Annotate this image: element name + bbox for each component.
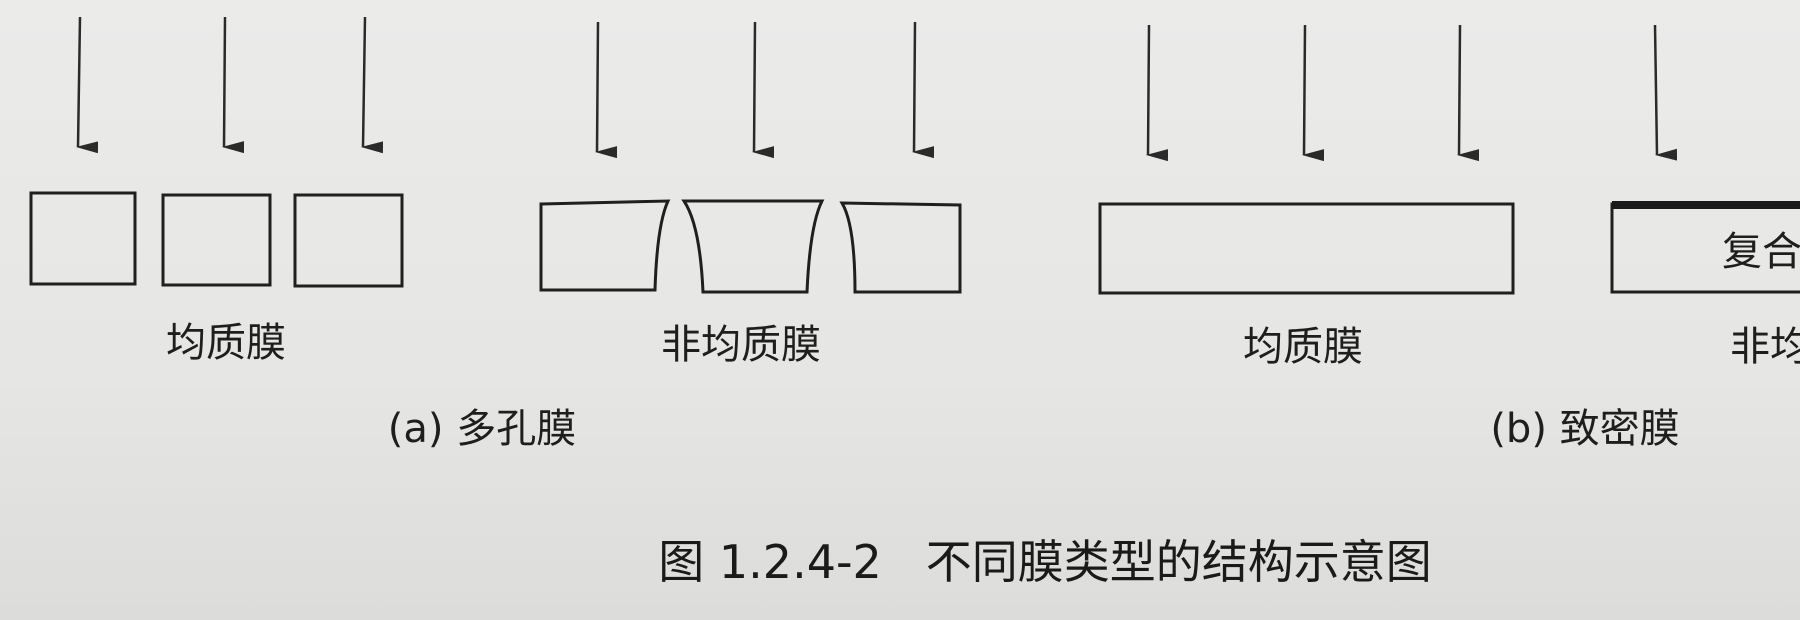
porous-heterogeneous-membrane <box>539 199 962 294</box>
membrane-block <box>161 193 272 287</box>
membrane-block <box>681 199 825 294</box>
membrane-block <box>293 193 404 288</box>
dense-heterogeneous-label: 非均 <box>1730 324 1800 370</box>
dense-composite-membrane: 复合 <box>1610 201 1800 294</box>
arrow-icon <box>912 21 935 159</box>
flow-arrows <box>76 16 1678 162</box>
membrane-block <box>29 191 137 286</box>
subcaption-b: (b) 致密膜 <box>1490 406 1679 452</box>
membrane-block <box>539 199 671 292</box>
arrow-icon <box>1653 24 1678 161</box>
arrow-icon <box>1457 24 1480 162</box>
arrow-icon <box>752 21 775 159</box>
arrow-icon <box>595 21 618 159</box>
arrow-icon <box>76 16 99 154</box>
porous-homogeneous-membrane <box>29 191 404 288</box>
arrow-icon <box>222 16 245 154</box>
arrow-icon <box>361 16 384 154</box>
arrow-icon <box>1302 24 1325 162</box>
composite-label: 复合 <box>1722 229 1800 275</box>
membrane-block <box>839 201 962 294</box>
porous-heterogeneous-label: 非均质膜 <box>661 322 821 368</box>
dense-homogeneous-membrane <box>1098 202 1515 295</box>
subcaption-a: (a) 多孔膜 <box>388 406 576 452</box>
arrow-icon <box>1146 24 1169 162</box>
dense-homogeneous-label: 均质膜 <box>1243 324 1363 370</box>
porous-homogeneous-label: 均质膜 <box>166 320 286 366</box>
figure-caption: 图 1.2.4-2 不同膜类型的结构示意图 <box>658 535 1431 589</box>
